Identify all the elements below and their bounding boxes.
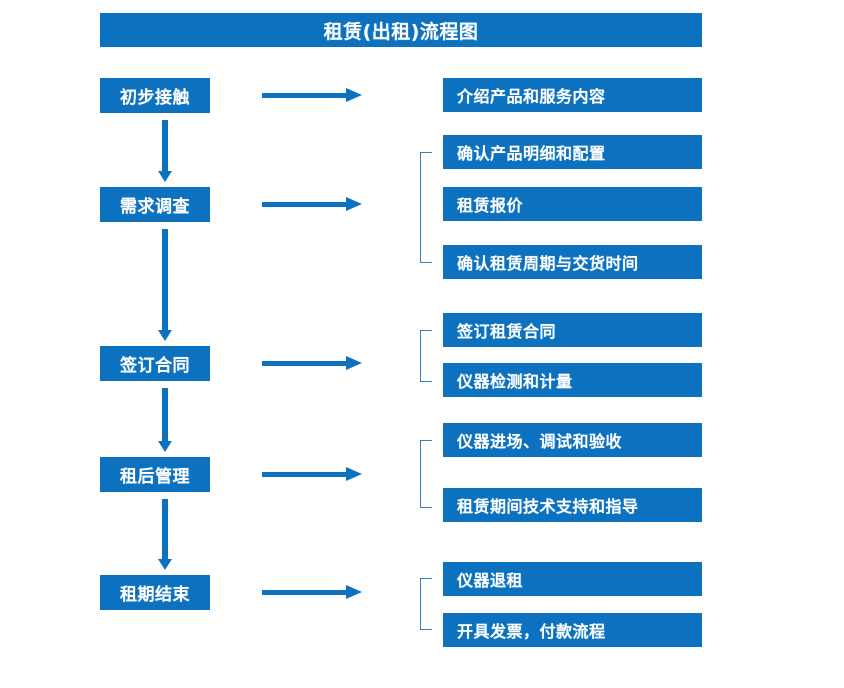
right-arrow-icon-4	[262, 464, 362, 484]
right-arrow-icon-3	[262, 353, 362, 373]
right-arrow-icon-5	[262, 582, 362, 602]
detail-box-tech-support[interactable]: 租赁期间技术支持和指导	[443, 488, 702, 522]
detail-box-rental-quotation[interactable]: 租赁报价	[443, 187, 702, 221]
right-arrow-icon-2	[262, 194, 362, 214]
detail-box-introduce-products[interactable]: 介绍产品和服务内容	[443, 78, 702, 112]
stage-box-lease-end[interactable]: 租期结束	[100, 575, 210, 610]
detail-box-invoice-payment[interactable]: 开具发票，付款流程	[443, 613, 702, 647]
group-bracket-icon-post-rent	[420, 440, 432, 508]
stage-box-initial-contact[interactable]: 初步接触	[100, 78, 210, 113]
group-bracket-icon-lease-end	[420, 578, 432, 630]
right-arrow-icon-1	[262, 85, 362, 105]
detail-box-instrument-return[interactable]: 仪器退租	[443, 562, 702, 596]
detail-box-onsite-commission[interactable]: 仪器进场、调试和验收	[443, 423, 702, 457]
group-bracket-icon-demand-survey	[420, 152, 432, 263]
stage-box-post-rent-mgmt[interactable]: 租后管理	[100, 457, 210, 492]
detail-box-confirm-spec[interactable]: 确认产品明细和配置	[443, 135, 702, 169]
detail-box-sign-lease-contract[interactable]: 签订租赁合同	[443, 313, 702, 347]
detail-box-instrument-testing[interactable]: 仪器检测和计量	[443, 363, 702, 397]
detail-box-confirm-period[interactable]: 确认租赁周期与交货时间	[443, 245, 702, 279]
down-arrow-icon-1	[156, 120, 174, 182]
stage-box-demand-survey[interactable]: 需求调查	[100, 187, 210, 222]
group-bracket-icon-sign-contract	[420, 330, 432, 382]
down-arrow-icon-4	[156, 499, 174, 570]
stage-box-sign-contract[interactable]: 签订合同	[100, 346, 210, 381]
down-arrow-icon-2	[156, 229, 174, 341]
page-title: 租赁(出租)流程图	[100, 13, 702, 47]
down-arrow-icon-3	[156, 388, 174, 452]
